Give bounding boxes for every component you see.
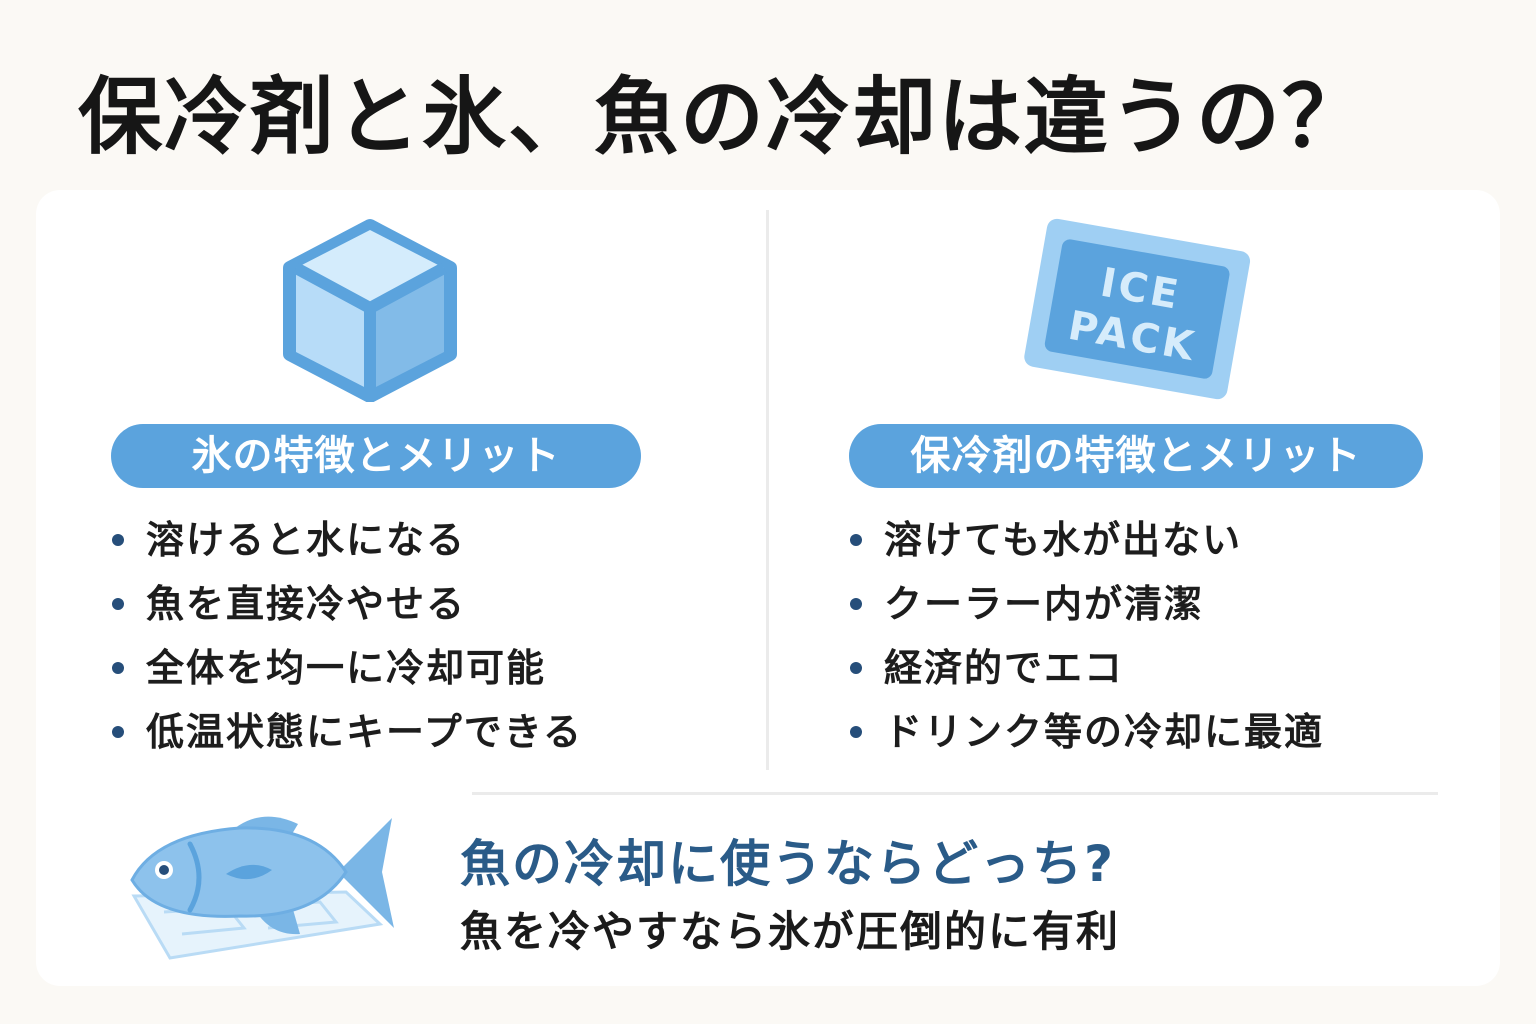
ice-feature-item: 魚を直接冷やせる	[112, 572, 583, 636]
ice-pack-feature-item: ドリンク等の冷却に最適	[850, 700, 1324, 764]
conclusion-answer: 魚を冷やすなら氷が圧倒的に有利	[460, 907, 1121, 956]
ice-pack-feature-item: クーラー内が清潔	[850, 572, 1324, 636]
ice-pack-feature-item: 経済的でエコ	[850, 636, 1324, 700]
ice-pack-icon: ICE PACK	[1024, 218, 1251, 400]
comparison-card: 氷の特徴とメリット 溶けると水になる 魚を直接冷やせる 全体を均一に冷却可能 低…	[36, 190, 1500, 986]
ice-pack-feature-item: 溶けても水が出ない	[850, 508, 1324, 572]
section-divider	[472, 792, 1438, 795]
ice-pack-feature-list: 溶けても水が出ない クーラー内が清潔 経済的でエコ ドリンク等の冷却に最適	[850, 508, 1324, 764]
ice-feature-list: 溶けると水になる 魚を直接冷やせる 全体を均一に冷却可能 低温状態にキープできる	[112, 508, 583, 764]
ice-pack-heading-pill: 保冷剤の特徴とメリット	[849, 424, 1423, 488]
ice-cube-icon	[283, 219, 457, 402]
ice-feature-item: 溶けると水になる	[112, 508, 583, 572]
conclusion-question: 魚の冷却に使うならどっち?	[460, 835, 1116, 893]
page-title: 保冷剤と氷、魚の冷却は違うの？	[78, 68, 1369, 166]
ice-feature-item: 全体を均一に冷却可能	[112, 636, 583, 700]
ice-heading-pill: 氷の特徴とメリット	[111, 424, 641, 488]
ice-feature-item: 低温状態にキープできる	[112, 700, 583, 764]
column-divider	[766, 210, 769, 770]
fish-on-ice-icon	[130, 816, 394, 960]
